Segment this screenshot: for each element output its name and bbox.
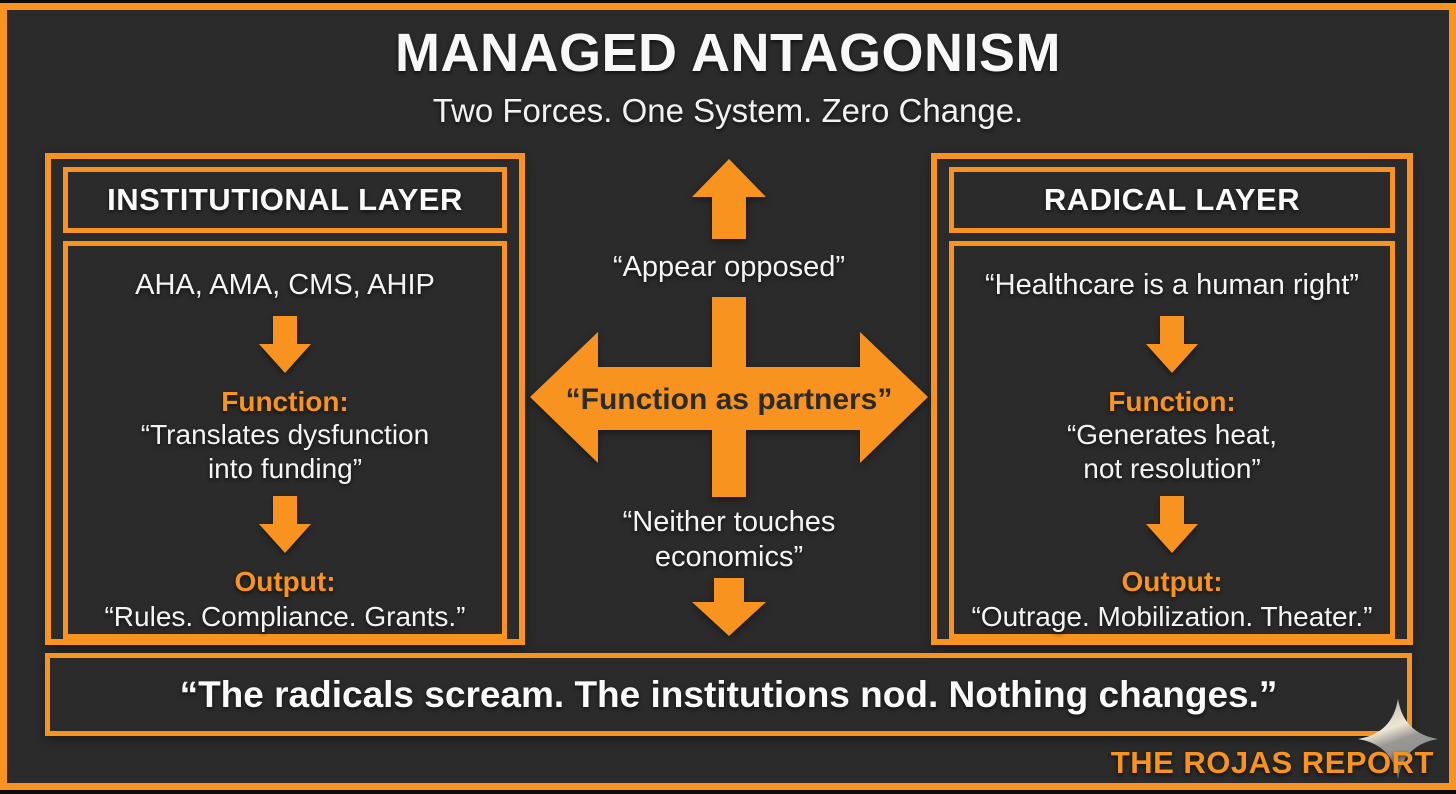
radical-layer-panel: RADICAL LAYER “Healthcare is a human rig… xyxy=(931,153,1413,645)
vertical-shaft xyxy=(712,430,746,497)
radical-function-label: Function: xyxy=(1108,386,1236,417)
institutional-output-text: “Rules. Compliance. Grants.” xyxy=(104,601,466,632)
institutional-function-line2: into funding” xyxy=(207,453,363,484)
radical-function-text: “Generates heat, not resolution” xyxy=(1067,418,1277,486)
institutional-function-text: “Translates dysfunction into funding” xyxy=(141,418,429,486)
radical-output-label: Output: xyxy=(1121,566,1223,597)
down-arrow-icon xyxy=(692,578,766,636)
institutional-function-label: Function: xyxy=(221,386,349,417)
down-arrow-icon xyxy=(259,316,311,373)
institutional-actors-text: AHA, AMA, CMS, AHIP xyxy=(135,269,435,301)
radical-claim-text: “Healthcare is a human right” xyxy=(985,269,1359,301)
down-arrow-icon xyxy=(1146,496,1198,553)
function-as-partners-label: “Function as partners” xyxy=(565,383,893,416)
down-arrow-icon xyxy=(259,496,311,553)
institutional-layer-panel: INSTITUTIONAL LAYER AHA, AMA, CMS, AHIP … xyxy=(45,153,525,645)
vertical-shaft xyxy=(712,297,746,367)
neither-touches-line2: economics” xyxy=(654,541,804,573)
radical-function-line1: “Generates heat, xyxy=(1066,419,1278,450)
summary-quote-box: “The radicals scream. The institutions n… xyxy=(45,653,1412,736)
summary-quote-text: “The radicals scream. The institutions n… xyxy=(179,673,1278,715)
page-subtitle: Two Forces. One System. Zero Change. xyxy=(432,92,1024,129)
radical-layer-content: “Healthcare is a human right” Function: … xyxy=(949,241,1395,639)
radical-layer-header: RADICAL LAYER xyxy=(949,167,1395,233)
four-way-arrow-cross-icon xyxy=(530,159,928,636)
neither-touches-line1: “Neither touches xyxy=(622,506,836,538)
institutional-layer-title: INSTITUTIONAL LAYER xyxy=(107,182,463,217)
up-arrow-icon xyxy=(692,159,766,239)
institutional-function-line1: “Translates dysfunction xyxy=(140,419,430,450)
radical-output-text: “Outrage. Mobilization. Theater.” xyxy=(971,601,1373,632)
radical-function-line2: not resolution” xyxy=(1083,453,1261,484)
appear-opposed-label: “Appear opposed” xyxy=(612,251,846,283)
radical-layer-title: RADICAL LAYER xyxy=(1043,182,1301,217)
down-arrow-icon xyxy=(1146,316,1198,373)
institutional-layer-content: AHA, AMA, CMS, AHIP Function: “Translate… xyxy=(63,241,507,639)
neither-touches-economics-label: “Neither touches economics” xyxy=(529,505,929,575)
page-title: MANAGED ANTAGONISM xyxy=(395,23,1061,83)
institutional-output-label: Output: xyxy=(234,566,336,597)
horizontal-double-arrow-icon xyxy=(530,332,928,463)
institutional-layer-header: INSTITUTIONAL LAYER xyxy=(63,167,507,233)
sparkle-star-icon xyxy=(1358,699,1438,779)
brand-text: THE ROJAS REPORT xyxy=(1110,745,1434,780)
